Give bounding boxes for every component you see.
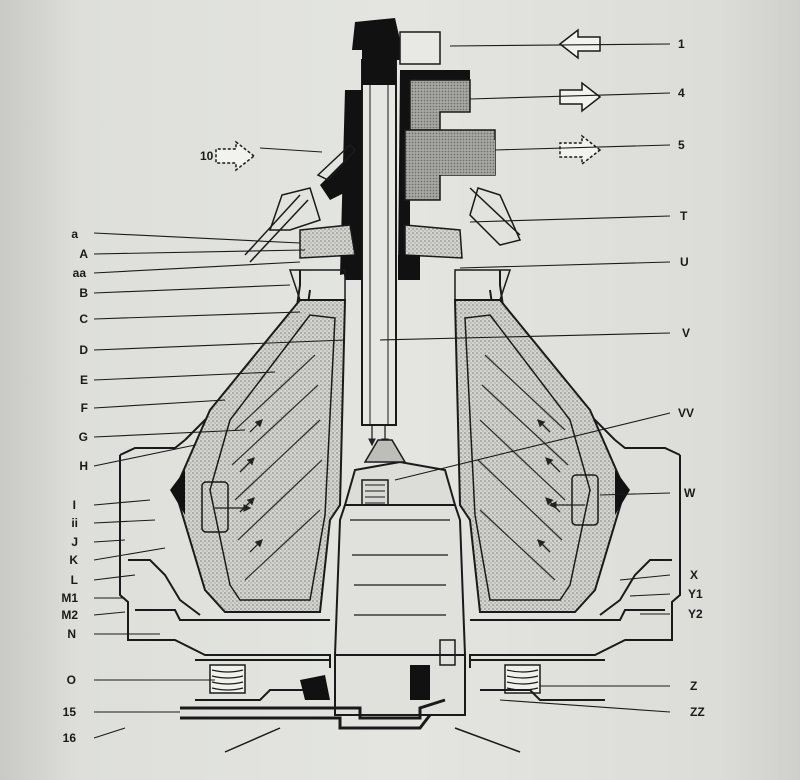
springs	[180, 639, 605, 753]
left-labels: a A aa B C D E F G H I ii J K L M1 M2 N …	[61, 227, 88, 745]
flow-arrows	[215, 419, 585, 553]
label-Y1: Y1	[688, 587, 703, 601]
label-D: D	[79, 343, 88, 357]
leader-lines	[93, 43, 671, 739]
label-M1: M1	[61, 591, 78, 605]
outlet-arrow-5	[559, 134, 602, 166]
label-W: W	[684, 486, 696, 500]
label-10: 10	[200, 149, 214, 163]
label-a: a	[71, 227, 78, 241]
label-T: T	[680, 209, 688, 223]
outlet-assembly	[244, 18, 522, 301]
label-aa: aa	[73, 266, 87, 280]
label-H: H	[79, 459, 88, 473]
label-M2: M2	[61, 608, 78, 622]
label-N: N	[67, 627, 76, 641]
right-labels: 1 4 5 T U V VV W X Y1 Y2 Z ZZ	[678, 37, 705, 719]
label-ii: ii	[71, 516, 78, 530]
label-V: V	[682, 326, 690, 340]
label-VV: VV	[678, 406, 694, 420]
label-ZZ: ZZ	[690, 705, 705, 719]
label-Y2: Y2	[688, 607, 703, 621]
outlet-arrow-4	[559, 81, 602, 113]
label-O: O	[67, 673, 76, 687]
label-16: 16	[63, 731, 77, 745]
bowl	[170, 299, 630, 613]
label-4: 4	[678, 86, 685, 100]
label-C: C	[79, 312, 88, 326]
label-X: X	[690, 568, 698, 582]
label-1: 1	[678, 37, 685, 51]
inlet-arrow-1	[558, 28, 601, 60]
label-Z: Z	[690, 679, 697, 693]
label-F: F	[81, 401, 88, 415]
label-G: G	[79, 430, 88, 444]
disc-stack	[231, 354, 569, 581]
label-B: B	[79, 286, 88, 300]
label-K: K	[69, 553, 78, 567]
label-J: J	[71, 535, 78, 549]
outlet-arrows	[215, 28, 602, 172]
label-I: I	[73, 498, 76, 512]
label-L: L	[71, 573, 78, 587]
label-A: A	[79, 247, 88, 261]
label-5: 5	[678, 138, 685, 152]
label-E: E	[80, 373, 88, 387]
label-15: 15	[63, 705, 77, 719]
central-tube	[333, 59, 467, 716]
outlet-arrow-10	[215, 140, 256, 172]
label-U: U	[680, 255, 689, 269]
